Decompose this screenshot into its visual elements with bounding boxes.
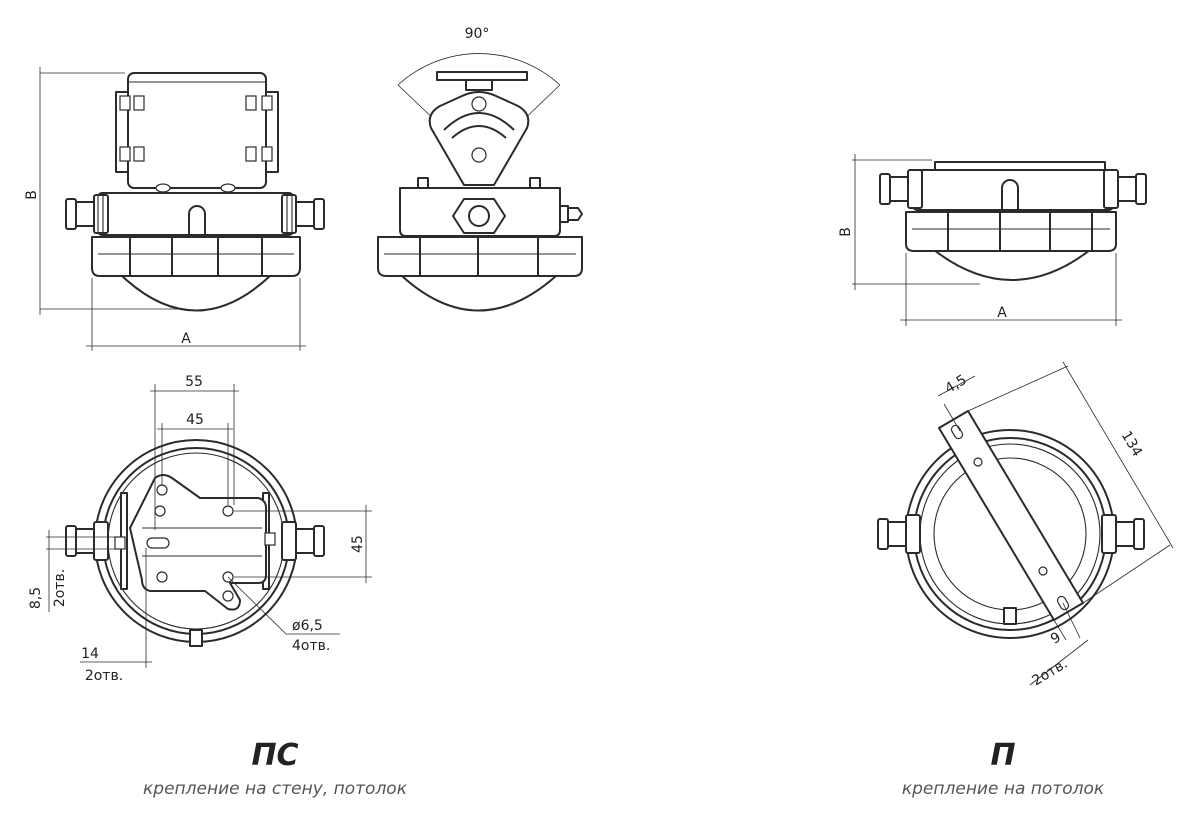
dim-14-label: 14: [81, 646, 99, 662]
hole-dia-holes: 4отв.: [292, 638, 330, 654]
caption-p-subtitle: крепление на потолок: [901, 779, 1105, 799]
p-top-view: 134 4,5 9 2отв.: [877, 361, 1174, 689]
ps-side-view: 90°: [377, 26, 583, 312]
dim-134-label: 134: [1118, 428, 1146, 459]
dim-a-label-p: A: [997, 305, 1007, 321]
dim-h45-label: 45: [350, 535, 366, 553]
p-front-view: B A: [838, 154, 1147, 326]
ps-top-view: 55 45 45 8,5 2отв. 14 2отв. ø6,5 4отв.: [28, 374, 372, 684]
dim-45-p-label: 4,5: [942, 372, 969, 397]
caption-ps-subtitle: крепление на стену, потолок: [143, 779, 407, 799]
dim-85-label: 8,5: [28, 587, 44, 609]
gland-left: [65, 194, 109, 234]
gland-right-p: [1103, 169, 1147, 209]
dim-55-label: 55: [185, 374, 203, 390]
gland-right: [281, 194, 325, 234]
caption-p-title: П: [990, 738, 1016, 773]
ps-front-view: B A: [24, 67, 325, 351]
angle-label: 90°: [465, 26, 490, 42]
hole-dia-label: ø6,5: [292, 618, 323, 634]
dim-b-label-p: B: [838, 227, 854, 237]
dim-a-label: A: [181, 331, 191, 347]
dim-85-holes: 2отв.: [52, 569, 68, 607]
caption-ps-title: ПС: [251, 738, 299, 773]
caption-ps: ПС крепление на стену, потолок: [75, 738, 475, 799]
dim-b-label: B: [24, 190, 40, 200]
caption-p: П крепление на потолок: [803, 738, 1200, 799]
dim-14-holes: 2отв.: [85, 668, 123, 684]
bracket-bolts: [119, 95, 273, 162]
dim-45-label: 45: [186, 412, 204, 428]
dim-9-holes: 2отв.: [1029, 656, 1070, 689]
gland-left-p: [879, 169, 923, 209]
